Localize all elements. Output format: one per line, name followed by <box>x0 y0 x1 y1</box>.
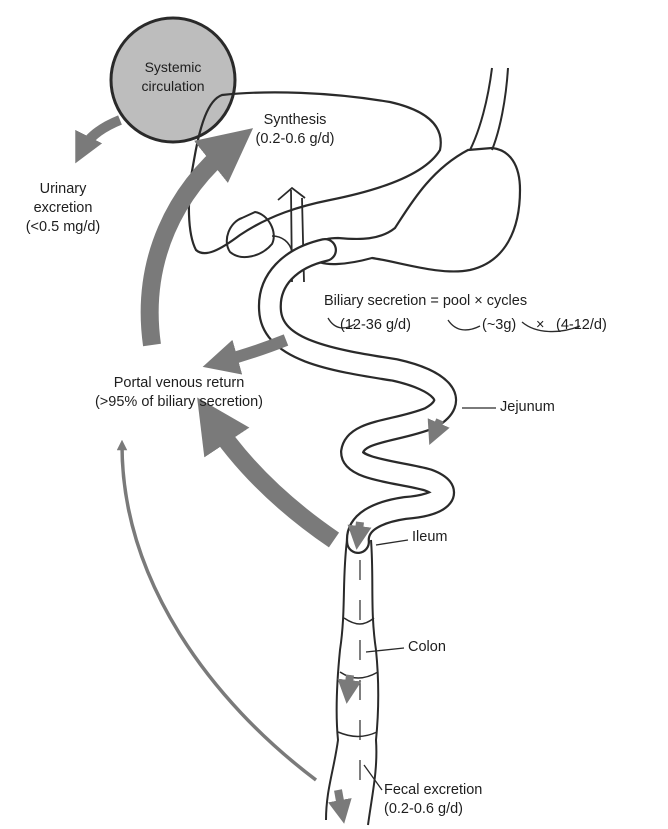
arrow-to-urinary <box>82 120 120 150</box>
stomach-outline <box>312 148 520 271</box>
systemic-line-1: Systemic <box>127 58 219 77</box>
arrow-ileum-to-portal <box>212 420 334 540</box>
urinary-line-2: excretion <box>8 199 118 218</box>
arrow-portal-to-systemic <box>150 145 232 345</box>
fecal-line-1: Fecal excretion <box>384 781 482 800</box>
jejunum-label: Jejunum <box>500 398 555 417</box>
bile-acid-pool-value: (~3g) <box>482 316 516 335</box>
synthesis-label: Synthesis (0.2-0.6 g/d) <box>225 111 365 149</box>
biliary-secretion-formula: Biliary secretion = pool × cycles <box>324 292 527 311</box>
biliary-secretion-value: (12-36 g/d) <box>340 316 411 335</box>
synthesis-line-2: (0.2-0.6 g/d) <box>225 130 365 149</box>
portal-line-1: Portal venous return <box>54 374 304 393</box>
cycles-value: (4-12/d) <box>556 316 607 335</box>
urinary-line-1: Urinary <box>8 180 118 199</box>
multiplication-sign: × <box>536 316 544 335</box>
fecal-line-2: (0.2-0.6 g/d) <box>384 800 482 819</box>
synthesis-line-1: Synthesis <box>225 111 365 130</box>
portal-line-2: (>95% of biliary secretion) <box>54 393 304 412</box>
fecal-excretion-label: Fecal excretion (0.2-0.6 g/d) <box>384 781 482 819</box>
urinary-excretion-label: Urinary excretion (<0.5 mg/d) <box>8 180 118 237</box>
arrow-jejunum-flow <box>434 420 440 434</box>
esophagus <box>470 68 508 150</box>
arrow-ileum-flow <box>358 522 360 538</box>
systemic-line-2: circulation <box>127 77 219 96</box>
colon-label: Colon <box>408 638 446 657</box>
portal-venous-return-label: Portal venous return (>95% of biliary se… <box>54 374 304 412</box>
ileum-label: Ileum <box>412 528 447 547</box>
gallbladder <box>227 212 274 257</box>
urinary-line-3: (<0.5 mg/d) <box>8 218 118 237</box>
arrow-fecal-excretion <box>338 790 342 812</box>
systemic-circulation-label: Systemic circulation <box>127 58 219 96</box>
arrow-colon-flow <box>348 675 350 692</box>
arrow-duodenum-to-portal <box>220 340 286 362</box>
